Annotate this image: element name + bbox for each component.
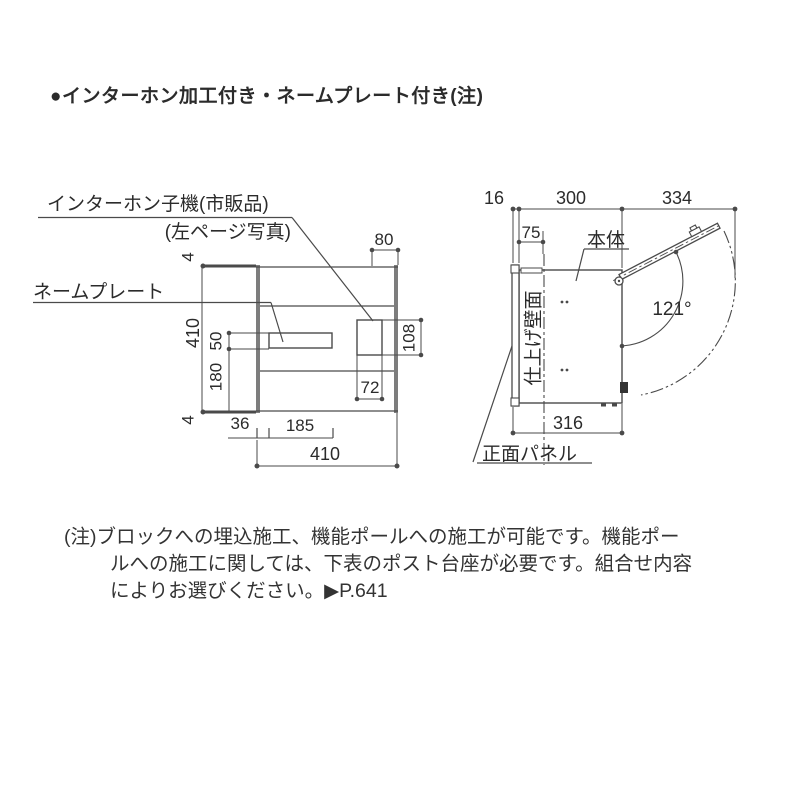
footnote-line3: によりお選びください。▶P.641	[64, 578, 744, 605]
dim-intercom-h-label: 108	[400, 324, 419, 352]
dim-nameplate-bottom-label: 180	[207, 363, 226, 391]
dim-door-clearance-label: 334	[662, 188, 692, 208]
footnote-text3: によりお選びください。	[110, 580, 325, 602]
screw-hole	[560, 368, 564, 372]
dim-dot	[516, 239, 522, 245]
dim-dot	[673, 249, 679, 255]
screw-hole	[565, 300, 569, 304]
front-panel-corner-top	[510, 264, 520, 274]
nameplate-leader	[270, 302, 284, 343]
nameplate-label: ネームプレート	[33, 281, 164, 303]
hinge-center-dot	[617, 279, 621, 283]
dim-dot	[394, 463, 400, 469]
door-panel	[618, 222, 721, 281]
finished-wall-label: 仕上げ壁面	[523, 290, 545, 385]
page-title: ●インターホン加工付き・ネームプレート付き(注)	[50, 86, 484, 107]
dim-body-depth-label: 300	[556, 188, 586, 208]
dim-intercom-w-label: 72	[361, 378, 380, 397]
body-box	[518, 269, 623, 404]
front-panel-leader	[472, 345, 513, 463]
dim-dot	[254, 463, 260, 469]
dim-top-cap-label: 4	[179, 252, 198, 261]
dim-overall-depth-label: 316	[553, 413, 583, 433]
dim-height-label: 410	[183, 318, 203, 348]
door-knob-tip	[689, 224, 698, 232]
intercom-leader	[291, 217, 374, 322]
front-panel-label: 正面パネル	[482, 444, 577, 465]
side-view	[472, 206, 738, 465]
dim-width-label: 410	[310, 444, 340, 464]
dim-dot	[200, 409, 206, 415]
door-swing-arc	[640, 230, 736, 396]
dim-wall-offset-label: 75	[522, 223, 541, 242]
intercom-label-line1: インターホン子機(市販品)	[47, 193, 269, 215]
dim-intercom-inset-label: 80	[375, 230, 394, 249]
dim-bottom-cap-label: 4	[179, 415, 198, 424]
footnote: (注)ブロックへの埋込施工、機能ポールへの施工が可能です。機能ポー ルへの施工に…	[64, 524, 744, 605]
foot	[612, 403, 617, 407]
dim-left-inset-label: 36	[231, 414, 250, 433]
dim-dot	[200, 263, 206, 269]
footnote-text1: ブロックへの埋込施工、機能ポールへの施工が可能です。機能ポー	[96, 526, 680, 548]
dim-panel-thickness-label: 16	[484, 188, 504, 208]
front-view	[33, 216, 424, 469]
footnote-text2: ルへの施工に関しては、下表のポスト台座が必要です。組合せ内容	[110, 553, 693, 575]
front-panel-corner-bottom	[510, 397, 520, 407]
side-view-labels: 16 300 334 75 本体 仕上げ壁面 121° 316 正面パネル	[482, 188, 692, 465]
dim-dot	[379, 396, 385, 402]
dim-nameplate-h-label: 50	[207, 332, 226, 351]
front-panel-right-wall	[394, 265, 398, 413]
footnote-prefix: (注)	[64, 526, 97, 548]
front-panel-side	[511, 264, 520, 407]
intercom-label-line2: (左ページ写真)	[165, 221, 291, 243]
page-reference: ▶P.641	[324, 580, 388, 602]
door-open	[612, 222, 721, 282]
top-bracket	[520, 267, 543, 274]
front-view-labels: インターホン子機(市販品) (左ページ写真) ネームプレート 4 4 410 5…	[33, 193, 419, 464]
front-panel-left-wall	[256, 265, 260, 413]
footnote-line2: ルへの施工に関しては、下表のポスト台座が必要です。組合せ内容	[64, 551, 744, 578]
nameplate-cutout	[268, 332, 333, 349]
intercom-cutout	[356, 319, 383, 356]
door-centerline	[612, 224, 720, 282]
angle-arc	[621, 251, 684, 347]
screw-hole	[565, 368, 569, 372]
screw-hole	[560, 300, 564, 304]
body-leader	[575, 248, 585, 282]
dim-dot	[619, 430, 625, 436]
dim-dot	[354, 396, 360, 402]
footnote-line1: (注)ブロックへの埋込施工、機能ポールへの施工が可能です。機能ポー	[64, 524, 744, 551]
foot	[601, 403, 606, 407]
dim-nameplate-w-label: 185	[286, 416, 314, 435]
dim-dot	[510, 430, 516, 436]
latch	[620, 382, 628, 393]
dim-dot	[619, 343, 625, 349]
body-label: 本体	[587, 229, 625, 251]
door-angle-label: 121°	[652, 299, 691, 320]
